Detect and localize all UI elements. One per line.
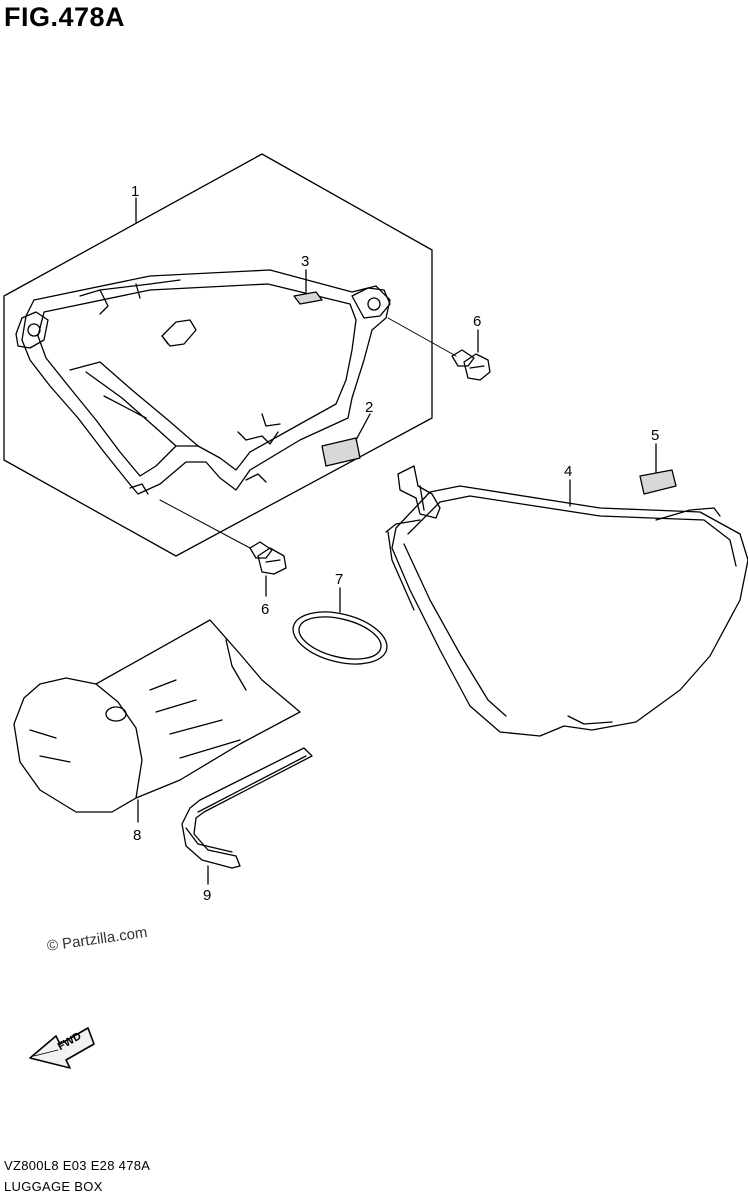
part-2-label[interactable] xyxy=(321,437,361,467)
part-1-luggage-box[interactable] xyxy=(15,269,391,495)
footer-model-code: VZ800L8 E03 E28 478A xyxy=(4,1158,151,1173)
part-5-label[interactable] xyxy=(639,469,677,495)
part-8-bag[interactable] xyxy=(13,619,301,813)
part-4-side-cover[interactable] xyxy=(385,465,748,737)
part-7-band[interactable] xyxy=(288,603,393,673)
callout-5: 5 xyxy=(651,427,659,444)
part-3-label[interactable] xyxy=(293,291,323,305)
callout-9: 9 xyxy=(203,887,211,904)
callout-2: 2 xyxy=(365,399,373,416)
callout-1: 1 xyxy=(131,183,139,200)
callout-8: 8 xyxy=(133,827,141,844)
part-6-bolt-lower[interactable] xyxy=(159,499,287,597)
leader-2 xyxy=(355,413,371,441)
callout-3: 3 xyxy=(301,253,309,270)
figure-title: FIG.478A xyxy=(4,2,126,32)
fwd-arrow xyxy=(29,1027,95,1069)
callout-6-upper: 6 xyxy=(473,313,481,330)
part-6-bolt-upper[interactable] xyxy=(387,317,491,381)
callout-6-lower: 6 xyxy=(261,601,269,618)
part-9-hex-wrench[interactable] xyxy=(181,747,313,869)
assembly-outline xyxy=(3,153,433,557)
callout-7: 7 xyxy=(335,571,343,588)
footer-section-name: LUGGAGE BOX xyxy=(4,1179,103,1194)
callout-4: 4 xyxy=(564,463,572,480)
